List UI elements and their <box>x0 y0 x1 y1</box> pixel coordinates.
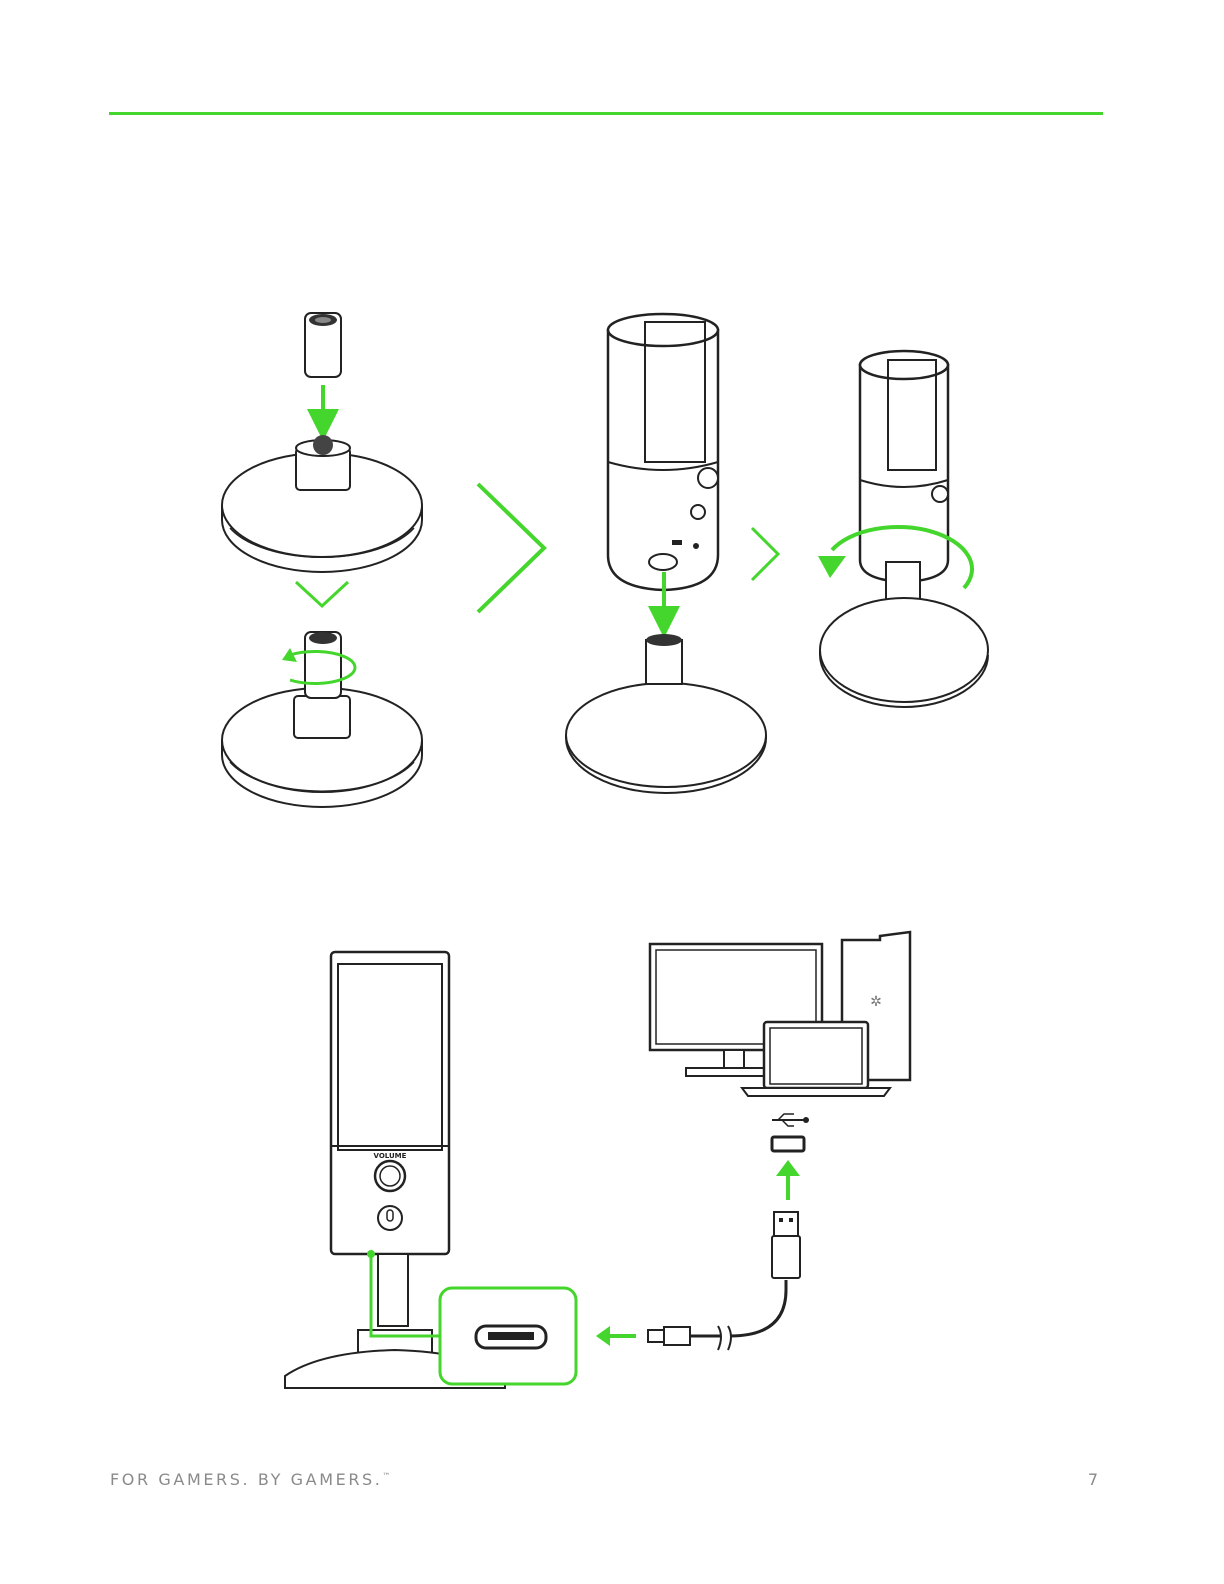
screw-adapter-icon <box>305 313 341 377</box>
laptop-icon <box>742 1022 890 1096</box>
trademark-symbol: ™ <box>382 1472 390 1481</box>
chevron-down-icon <box>296 582 348 606</box>
stand-base-icon <box>222 435 422 572</box>
usb-port-icon <box>772 1137 804 1151</box>
header-rule <box>109 112 1103 115</box>
connection-illustration: VOLUME <box>275 920 955 1395</box>
tagline-text: FOR GAMERS. BY GAMERS. <box>110 1470 382 1489</box>
usb-symbol-icon <box>772 1114 809 1126</box>
footer-tagline: FOR GAMERS. BY GAMERS.™ <box>110 1470 390 1489</box>
razer-logo-icon: ✲ <box>870 994 882 1010</box>
page-number: 7 <box>1088 1470 1098 1489</box>
stand-with-mount-icon <box>566 634 766 793</box>
micro-usb-port-icon <box>476 1326 546 1348</box>
mic-volume-label: VOLUME <box>374 1152 407 1160</box>
stand-base-with-adapter-icon <box>222 632 422 807</box>
chevron-right-icon <box>752 528 778 580</box>
usb-cable-icon <box>648 1212 800 1350</box>
chevron-right-icon <box>478 484 544 612</box>
microphone-body-icon <box>608 314 718 590</box>
stand-assembly-illustration <box>200 300 1020 810</box>
